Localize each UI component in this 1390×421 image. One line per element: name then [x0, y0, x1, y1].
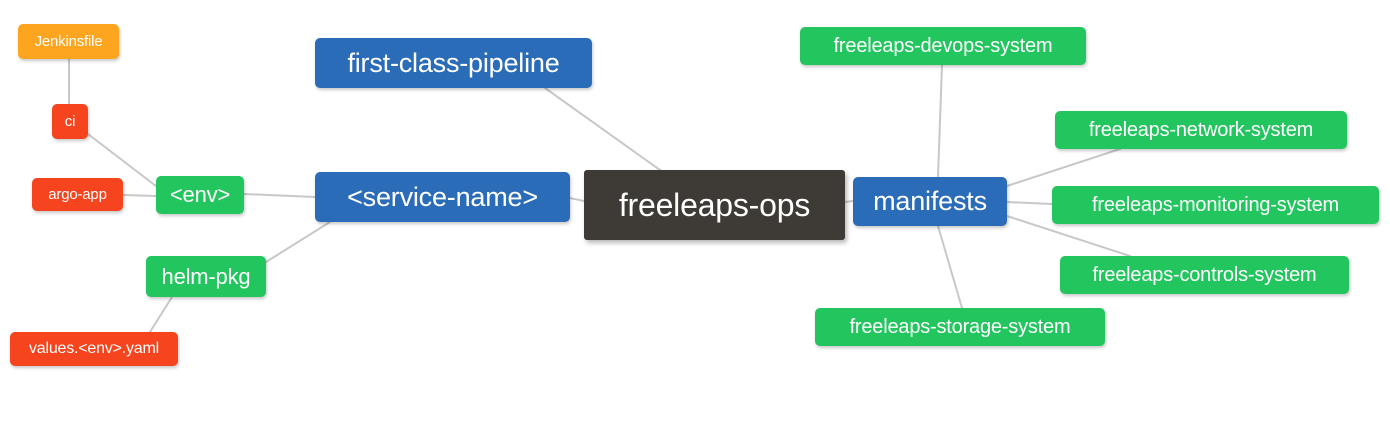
mindmap-edge-manifests-to-freeleaps-monitoring-system: [1006, 201, 1053, 205]
mindmap-edge-manifests-to-freeleaps-devops-system: [937, 64, 943, 178]
mindmap-node-ci[interactable]: ci: [52, 104, 88, 139]
mindmap-node-label-ci: ci: [64, 113, 76, 130]
mindmap-edge-helm-pkg-to-service-name: [265, 221, 331, 263]
mindmap-edge-service-name-to-freeleaps-ops: [569, 197, 585, 202]
mindmap-node-label-argo-app: argo-app: [48, 186, 107, 203]
mindmap-edge-argo-app-to-env: [122, 194, 157, 197]
mindmap-node-helm-pkg[interactable]: helm-pkg: [146, 256, 266, 297]
mindmap-node-label-freeleaps-ops: freeleaps-ops: [618, 187, 811, 223]
mindmap-edge-env-to-service-name: [243, 193, 316, 198]
mindmap-node-label-jenkinsfile: Jenkinsfile: [34, 33, 103, 50]
mindmap-node-label-service-name: <service-name>: [347, 181, 538, 212]
mindmap-edge-manifests-to-freeleaps-network-system: [1006, 148, 1121, 187]
mindmap-edge-values-env-yaml-to-helm-pkg: [149, 296, 173, 333]
mindmap-node-label-first-class-pipeline: first-class-pipeline: [347, 47, 560, 78]
mindmap-node-label-freeleaps-network-system: freeleaps-network-system: [1088, 119, 1314, 141]
mindmap-node-jenkinsfile[interactable]: Jenkinsfile: [18, 24, 119, 59]
mindmap-node-freeleaps-devops-system[interactable]: freeleaps-devops-system: [800, 27, 1086, 65]
mindmap-node-label-freeleaps-controls-system: freeleaps-controls-system: [1092, 264, 1317, 286]
mindmap-node-env[interactable]: <env>: [156, 176, 244, 214]
mindmap-edge-manifests-to-freeleaps-storage-system: [937, 225, 963, 309]
mindmap-node-freeleaps-ops[interactable]: freeleaps-ops: [584, 170, 845, 240]
mindmap-node-freeleaps-storage-system[interactable]: freeleaps-storage-system: [815, 308, 1105, 346]
mindmap-node-freeleaps-controls-system[interactable]: freeleaps-controls-system: [1060, 256, 1349, 294]
mindmap-node-service-name[interactable]: <service-name>: [315, 172, 570, 222]
mindmap-node-label-freeleaps-storage-system: freeleaps-storage-system: [849, 316, 1071, 338]
mindmap-edge-first-class-pipeline-to-freeleaps-ops: [544, 87, 661, 171]
mindmap-node-label-freeleaps-monitoring-system: freeleaps-monitoring-system: [1092, 194, 1339, 216]
mindmap-node-manifests[interactable]: manifests: [853, 177, 1007, 226]
mindmap-node-freeleaps-monitoring-system[interactable]: freeleaps-monitoring-system: [1052, 186, 1379, 224]
mindmap-node-label-env: <env>: [169, 182, 231, 207]
mindmap-node-argo-app[interactable]: argo-app: [32, 178, 123, 211]
mindmap-edge-freeleaps-ops-to-manifests: [844, 200, 854, 203]
mindmap-node-label-values-env-yaml: values.<env>.yaml: [28, 340, 159, 357]
mindmap-node-label-helm-pkg: helm-pkg: [161, 263, 251, 289]
mindmap-node-label-freeleaps-devops-system: freeleaps-devops-system: [833, 35, 1053, 57]
mindmap-node-first-class-pipeline[interactable]: first-class-pipeline: [315, 38, 592, 88]
mindmap-node-label-manifests: manifests: [873, 186, 987, 216]
mindmap-node-freeleaps-network-system[interactable]: freeleaps-network-system: [1055, 111, 1347, 149]
mindmap-node-values-env-yaml[interactable]: values.<env>.yaml: [10, 332, 178, 366]
